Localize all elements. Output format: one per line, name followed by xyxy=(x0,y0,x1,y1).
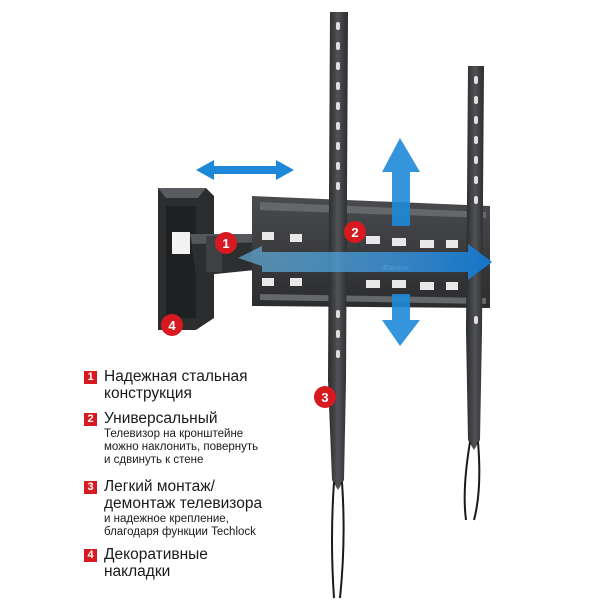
swivel-arrow xyxy=(238,244,492,280)
feature-title: Декоративные накладки xyxy=(104,546,208,580)
feature-title: Универсальный xyxy=(104,410,218,427)
feature-number: 1 xyxy=(84,371,97,384)
wall-plate xyxy=(158,188,214,330)
left-vertical-rail xyxy=(328,12,348,490)
badge-1: 1 xyxy=(215,232,237,254)
feature-title: Легкий монтаж/ демонтаж телевизора xyxy=(104,478,263,512)
tilt-down-arrow xyxy=(382,294,420,346)
badge-2: 2 xyxy=(344,221,366,243)
badge-3: 3 xyxy=(314,386,336,408)
release-cords xyxy=(331,441,481,599)
feature-description: Телевизор на кронштейне можно наклонить,… xyxy=(104,428,259,466)
svg-text:1: 1 xyxy=(222,236,229,251)
svg-text:2: 2 xyxy=(351,225,358,240)
feature-description: и надежное крепление, благодаря функции … xyxy=(104,513,256,538)
plate-slots xyxy=(262,232,458,290)
feature-title: Надежная стальная конструкция xyxy=(104,368,248,402)
feature-number: 4 xyxy=(84,549,97,562)
svg-text:3: 3 xyxy=(321,390,328,405)
horizontal-shift-arrow xyxy=(196,160,294,180)
badge-4: 4 xyxy=(161,314,183,336)
feature-number: 3 xyxy=(84,481,97,494)
feature-number: 2 xyxy=(84,413,97,426)
svg-text:4: 4 xyxy=(168,318,176,333)
tilt-up-arrow xyxy=(382,138,420,226)
